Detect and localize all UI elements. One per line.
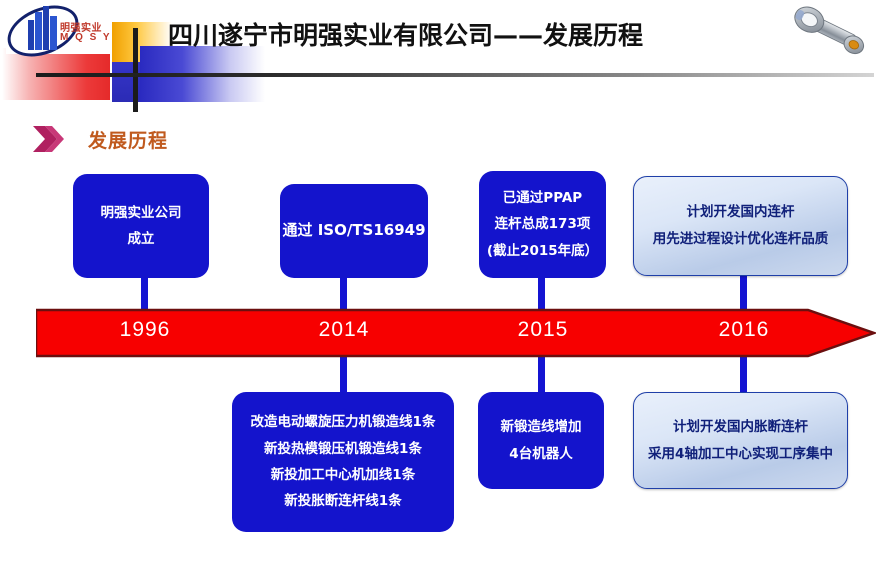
logo-building-icon: [28, 6, 58, 50]
section-heading: 发展历程: [32, 122, 168, 156]
detail-box-2016-bottom[interactable]: 计划开发国内胀断连杆 采用4轴加工中心实现工序集中: [633, 392, 848, 489]
detail-box-2014-bottom[interactable]: 改造电动螺旋压力机锻造线1条 新投热模锻压机锻造线1条 新投加工中心机加线1条 …: [232, 392, 454, 532]
connector-1996-top: [141, 276, 148, 314]
logo-latin-name: M Q S Y: [60, 32, 112, 43]
detail-line: 新锻造线增加: [500, 419, 582, 436]
double-chevron-icon: [33, 126, 64, 152]
timeline-year-2016: 2016: [718, 318, 770, 341]
header-divider-line: [36, 73, 874, 77]
milestone-line: (截止2015年底）: [486, 242, 599, 259]
connector-2016-bottom: [740, 352, 747, 394]
page-title: 四川遂宁市明强实业有限公司——发展历程: [168, 21, 644, 50]
milestone-box-2016-top[interactable]: 计划开发国内连杆 用先进过程设计优化连杆品质: [633, 176, 848, 276]
milestone-box-1996-top[interactable]: 明强实业公司 成立: [73, 174, 209, 278]
milestone-line: 明强实业公司: [100, 204, 182, 221]
detail-line: 4台机器人: [509, 445, 573, 462]
detail-line: 新投胀断连杆线1条: [284, 493, 402, 510]
logo-chinese-name: 明强实业: [60, 23, 102, 34]
connector-2014-bottom: [340, 352, 347, 394]
section-heading-label: 发展历程: [88, 129, 169, 152]
milestone-box-2015-top[interactable]: 已通过PPAP 连杆总成173项 (截止2015年底）: [479, 171, 606, 278]
milestone-line: 用先进过程设计优化连杆品质: [652, 231, 829, 247]
detail-box-2015-bottom[interactable]: 新锻造线增加 4台机器人: [478, 392, 604, 489]
deco-cross-vertical: [133, 28, 138, 112]
connecting-rod-icon: [794, 6, 865, 55]
milestone-box-2014-top[interactable]: 通过 ISO/TS16949: [280, 184, 428, 278]
detail-line: 计划开发国内胀断连杆: [673, 418, 808, 435]
timeline-year-2015: 2015: [517, 318, 569, 341]
detail-line: 改造电动螺旋压力机锻造线1条: [250, 414, 436, 431]
connector-2016-top: [740, 276, 747, 314]
connector-2015-bottom: [538, 352, 545, 394]
milestone-line: 连杆总成173项: [494, 216, 591, 233]
detail-line: 采用4轴加工中心实现工序集中: [648, 445, 833, 462]
detail-line: 新投加工中心机加线1条: [270, 467, 416, 483]
connector-2014-top: [340, 276, 347, 314]
connector-2015-top: [538, 276, 545, 314]
timeline-year-2014: 2014: [318, 318, 370, 341]
milestone-line: 通过 ISO/TS16949: [282, 221, 426, 240]
milestone-line: 已通过PPAP: [502, 190, 583, 207]
milestone-line: 成立: [127, 231, 155, 247]
milestone-line: 计划开发国内连杆: [686, 204, 795, 220]
timeline-arrow: [36, 308, 876, 358]
timeline-year-1996: 1996: [119, 318, 171, 341]
detail-line: 新投热模锻压机锻造线1条: [264, 440, 422, 457]
company-logo: 明强实业 M Q S Y: [0, 0, 112, 67]
